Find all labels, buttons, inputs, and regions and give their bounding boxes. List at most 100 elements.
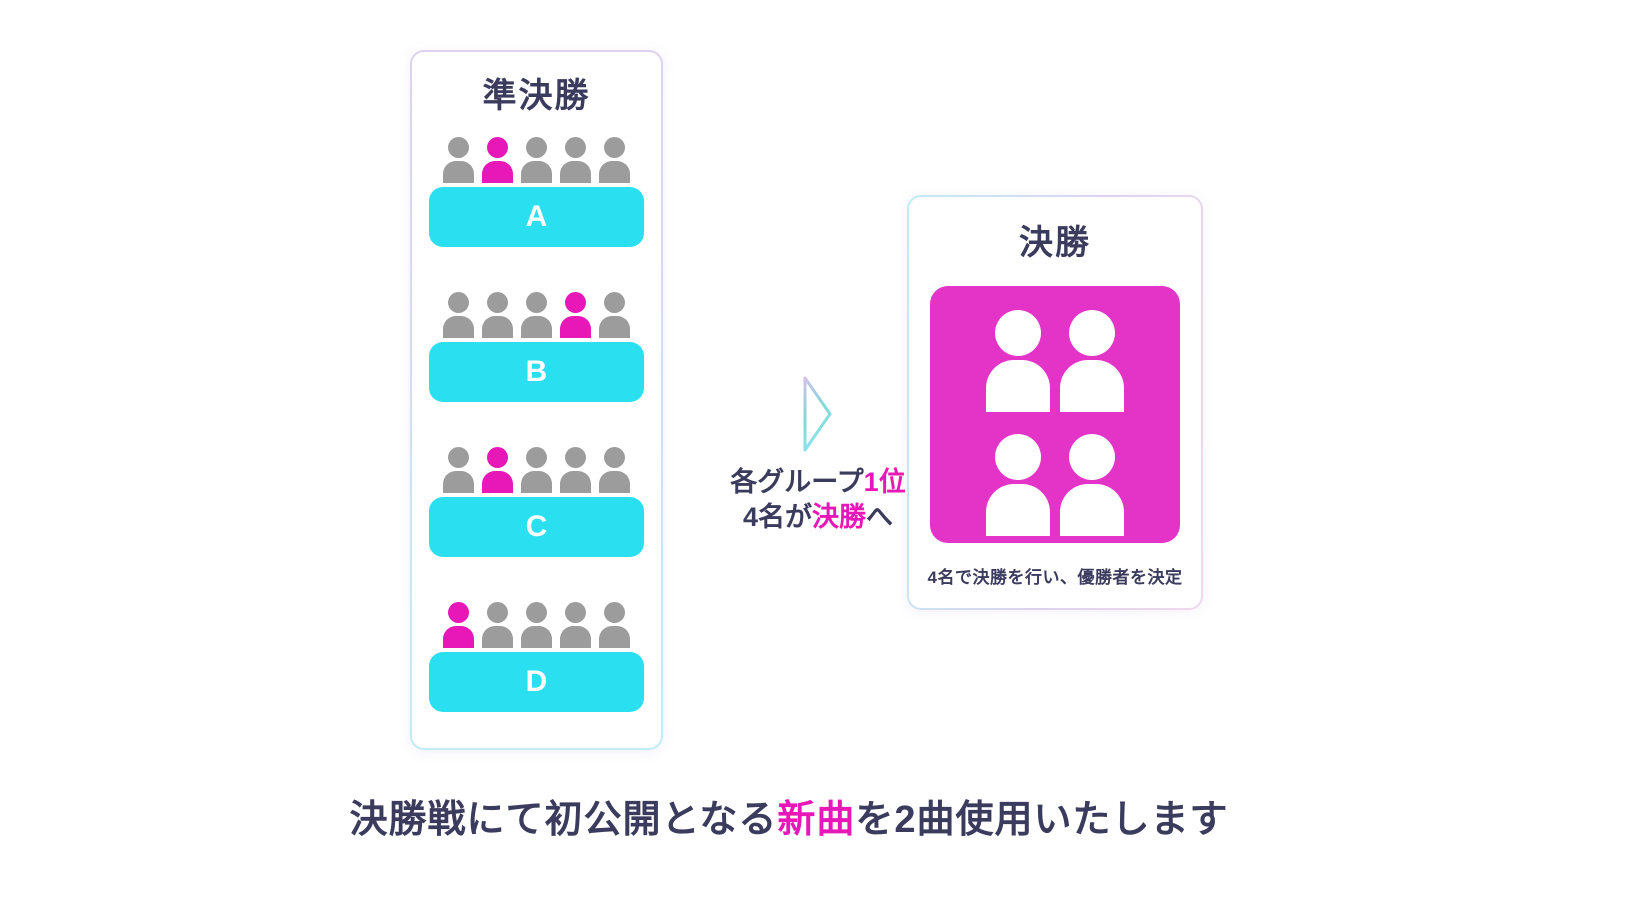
semifinal-groups: A B C D: [429, 137, 644, 713]
finalist-icon: [986, 310, 1050, 413]
person-icon: [560, 602, 591, 649]
person-head: [604, 292, 625, 314]
finalist-icon: [1060, 310, 1124, 413]
person-head: [604, 447, 625, 469]
finalist-icon: [1060, 434, 1124, 537]
semifinal-group-B: B: [429, 292, 644, 403]
person-icon: [599, 137, 630, 184]
person-body: [443, 316, 474, 339]
transition-line2-highlight: 決勝: [812, 502, 866, 533]
person-icon: [443, 137, 474, 184]
person-body: [521, 316, 552, 339]
person-icon: [443, 447, 474, 494]
transition-line1-prefix: 各グループ: [730, 467, 864, 497]
final-caption: 4名で決勝を行い、優勝者を決定: [927, 568, 1183, 588]
person-icon-winner: [443, 602, 474, 649]
group-label-bar: B: [429, 342, 644, 403]
semifinal-group-D: D: [429, 602, 644, 713]
person-head: [526, 602, 547, 624]
person-icon: [521, 447, 552, 494]
person-head: [448, 137, 469, 159]
person-body: [521, 161, 552, 184]
person-icon: [599, 447, 630, 494]
person-head: [448, 602, 469, 624]
person-head: [487, 292, 508, 314]
person-head: [1069, 434, 1115, 481]
person-head: [565, 447, 586, 469]
person-body: [482, 626, 513, 649]
person-body: [599, 316, 630, 339]
member-icons-row: [443, 447, 630, 494]
member-icons-row: [443, 137, 630, 184]
person-body: [560, 316, 591, 339]
person-head: [565, 292, 586, 314]
person-body: [443, 161, 474, 184]
person-icon-winner: [482, 447, 513, 494]
person-head: [565, 602, 586, 624]
footer-prefix: 決勝戦にて初公開となる: [349, 799, 778, 841]
group-label-bar: C: [429, 497, 644, 558]
person-head: [995, 310, 1041, 357]
semifinal-group-A: A: [429, 137, 644, 248]
person-head: [526, 137, 547, 159]
footer-suffix: を2曲使用いたします: [855, 799, 1229, 841]
person-head: [604, 602, 625, 624]
person-head: [487, 447, 508, 469]
person-icon: [521, 137, 552, 184]
person-body: [599, 626, 630, 649]
person-icon: [599, 602, 630, 649]
finalists-box: [930, 286, 1180, 544]
person-head: [487, 602, 508, 624]
person-body: [482, 316, 513, 339]
transition-line1-highlight: 1位: [863, 467, 906, 497]
person-head: [526, 292, 547, 314]
person-head: [448, 447, 469, 469]
finalist-icon: [986, 434, 1050, 537]
arrow-right-icon: [802, 375, 834, 453]
transition-line2-prefix: 4名が: [742, 502, 812, 533]
person-body: [443, 626, 474, 649]
semifinal-title: 準決勝: [482, 77, 591, 115]
person-body: [482, 471, 513, 494]
person-icon: [482, 602, 513, 649]
person-icon: [599, 292, 630, 339]
person-body: [1060, 360, 1124, 413]
transition-text: 各グループ1位 4名が決勝へ: [730, 465, 905, 535]
transition-line2-suffix: へ: [866, 502, 893, 533]
person-body: [599, 471, 630, 494]
person-icon-winner: [482, 137, 513, 184]
group-label-bar: A: [429, 187, 644, 248]
person-body: [521, 471, 552, 494]
person-head: [526, 447, 547, 469]
footer-text: 決勝戦にて初公開となる新曲を2曲使用いたします: [0, 788, 1578, 843]
person-head: [995, 434, 1041, 481]
final-title: 決勝: [1019, 224, 1091, 262]
person-icon: [560, 137, 591, 184]
group-label-bar: D: [429, 652, 644, 713]
person-icon-winner: [560, 292, 591, 339]
person-body: [560, 471, 591, 494]
person-body: [1060, 484, 1124, 537]
person-body: [482, 161, 513, 184]
person-body: [521, 626, 552, 649]
semifinal-panel: 準決勝 A B C D: [410, 50, 663, 750]
person-head: [448, 292, 469, 314]
person-head: [565, 137, 586, 159]
person-head: [487, 137, 508, 159]
transition-line1: 各グループ1位: [730, 467, 905, 497]
transition-area: 各グループ1位 4名が決勝へ: [698, 375, 938, 535]
person-body: [986, 360, 1050, 413]
semifinal-group-C: C: [429, 447, 644, 558]
person-icon: [521, 602, 552, 649]
person-icon: [482, 292, 513, 339]
person-head: [1069, 310, 1115, 357]
person-body: [599, 161, 630, 184]
person-icon: [443, 292, 474, 339]
person-icon: [521, 292, 552, 339]
person-body: [560, 161, 591, 184]
person-head: [604, 137, 625, 159]
member-icons-row: [443, 292, 630, 339]
footer-highlight: 新曲: [777, 799, 856, 841]
member-icons-row: [443, 602, 630, 649]
